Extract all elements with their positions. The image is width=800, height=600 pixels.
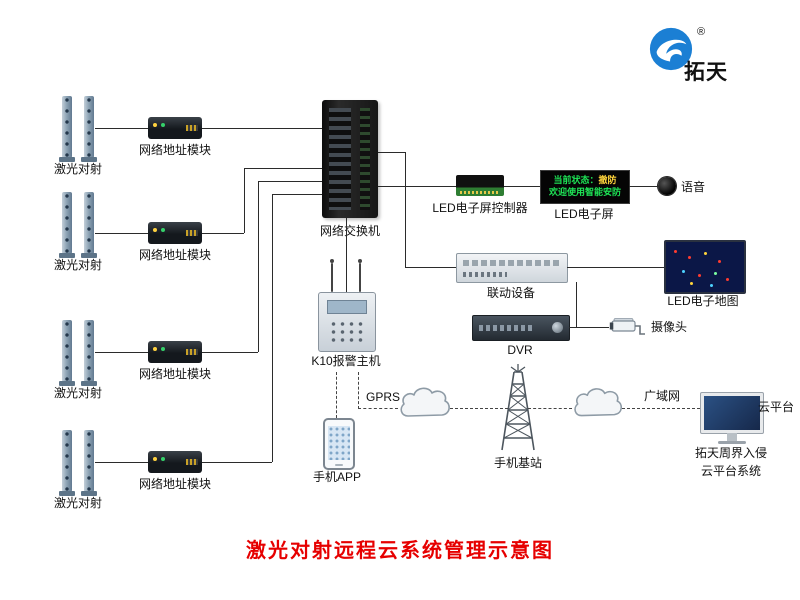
connector-line <box>405 267 456 268</box>
base-station-tower-icon <box>501 364 535 451</box>
connector-line <box>95 462 148 463</box>
phone-app-label: 手机APP <box>312 470 361 484</box>
module-label: 网络地址模块 <box>138 248 211 262</box>
linkage-device <box>456 253 568 283</box>
k10-label: K10报警主机 <box>311 354 381 368</box>
dashed-line <box>358 408 398 409</box>
linkage-label: 联动设备 <box>486 286 535 300</box>
connector-line <box>629 186 658 187</box>
led-screen-line2: 欢迎使用智能安防 <box>548 188 621 198</box>
connector-line <box>95 233 148 234</box>
laser-tower <box>59 96 75 162</box>
connector-line <box>567 267 664 268</box>
led-controller-label: LED电子屏控制器 <box>432 201 528 215</box>
dashed-line <box>358 372 359 409</box>
laser-tower <box>81 320 97 386</box>
led-screen: 当前状态：撤防 欢迎使用智能安防 <box>540 170 630 204</box>
connector-line <box>95 352 148 353</box>
connector-line <box>346 218 347 292</box>
connector-line <box>244 168 322 169</box>
registered-mark: ® <box>697 26 706 38</box>
module-label: 网络地址模块 <box>138 143 211 157</box>
led-screen-controller <box>456 175 504 196</box>
laser-tower <box>59 430 75 496</box>
connector-line <box>202 352 258 353</box>
monitor-screen <box>704 396 760 430</box>
antenna-icon <box>330 259 334 292</box>
diagram-title: 激光对射远程云系统管理示意图 <box>246 540 554 562</box>
camera-icon <box>609 318 645 335</box>
k10-alarm-host <box>318 292 376 352</box>
led-screen-line1: 当前状态：撤防 <box>553 176 617 186</box>
cloud-icon <box>574 388 622 417</box>
wan-label: 广域网 <box>643 389 680 403</box>
dashed-line <box>336 372 337 418</box>
led-screen-label: LED电子屏 <box>554 207 614 221</box>
voice-label: 语音 <box>681 180 706 194</box>
network-address-module <box>148 451 202 473</box>
mobile-phone-icon <box>323 418 355 470</box>
connector-line <box>202 128 322 129</box>
connector-line <box>272 194 322 195</box>
laser-tower <box>59 320 75 386</box>
dashed-line <box>450 408 508 409</box>
connector-line <box>202 233 244 234</box>
tuotian-logo-icon <box>649 27 693 71</box>
connector-line <box>576 282 577 327</box>
connector-line <box>378 152 406 153</box>
connector-line <box>202 462 272 463</box>
network-address-module <box>148 341 202 363</box>
connector-line <box>258 181 322 182</box>
laser-pair-label: 激光对射 <box>53 162 102 176</box>
connector-line <box>95 128 148 129</box>
dvr-label: DVR <box>507 343 533 357</box>
network-switch <box>322 100 378 218</box>
gprs-label: GPRS <box>365 390 400 404</box>
switch-label: 网络交换机 <box>319 224 380 238</box>
cloud-platform-label: 云平台 <box>758 400 795 414</box>
cloud-icon <box>400 387 450 417</box>
dashed-line <box>528 408 572 409</box>
speaker-icon <box>658 177 676 195</box>
module-label: 网络地址模块 <box>138 477 211 491</box>
cloud-platform-monitor <box>700 392 764 444</box>
laser-pair-label: 激光对射 <box>53 496 102 510</box>
platform-caption-line2: 云平台系统 <box>700 464 761 478</box>
connector-line <box>378 186 456 187</box>
dashed-line <box>622 408 700 409</box>
connector-line <box>244 168 245 233</box>
led-map <box>664 240 746 294</box>
connector-line <box>504 186 540 187</box>
dvr-device <box>472 315 570 341</box>
network-address-module <box>148 117 202 139</box>
module-label: 网络地址模块 <box>138 367 211 381</box>
camera-label: 摄像头 <box>651 320 688 334</box>
connector-line <box>258 181 259 352</box>
brand-name: 拓天 <box>684 61 728 84</box>
laser-tower <box>81 430 97 496</box>
network-address-module <box>148 222 202 244</box>
laser-tower <box>81 96 97 162</box>
led-map-label: LED电子地图 <box>667 294 739 308</box>
connector-line <box>569 327 609 328</box>
laser-pair-label: 激光对射 <box>53 258 102 272</box>
laser-tower <box>81 192 97 258</box>
antenna-icon <box>358 259 362 292</box>
connector-line <box>272 194 273 462</box>
connector-line <box>405 152 406 267</box>
platform-caption-line1: 拓天周界入侵 <box>694 446 767 460</box>
laser-pair-label: 激光对射 <box>53 386 102 400</box>
base-station-label: 手机基站 <box>493 456 542 470</box>
laser-tower <box>59 192 75 258</box>
